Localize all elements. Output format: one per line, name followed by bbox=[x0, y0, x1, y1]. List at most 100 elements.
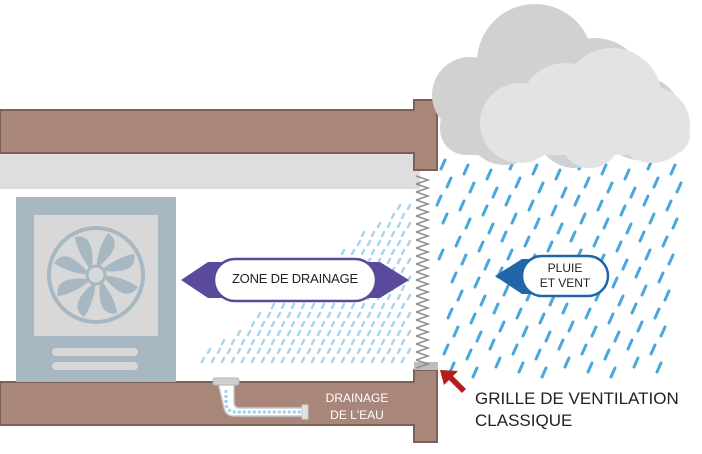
drainage-droplet bbox=[256, 347, 262, 355]
raindrop bbox=[515, 307, 523, 320]
drainage-droplet bbox=[350, 356, 356, 364]
raindrop bbox=[488, 338, 496, 351]
drainage-droplet bbox=[290, 320, 296, 328]
raindrop bbox=[636, 320, 644, 333]
grille-slat bbox=[415, 335, 431, 345]
drainage-droplet bbox=[396, 311, 402, 319]
grille-slat bbox=[415, 279, 431, 289]
drainage-droplet bbox=[280, 356, 286, 364]
fan-blade bbox=[74, 236, 93, 271]
drainage-droplet bbox=[380, 356, 386, 364]
drainage-droplet bbox=[366, 239, 372, 247]
fan-icon bbox=[47, 226, 145, 324]
raindrop bbox=[485, 168, 493, 181]
drainage-droplet bbox=[280, 338, 286, 346]
drainage-droplet bbox=[320, 302, 326, 310]
raindrop bbox=[653, 307, 661, 320]
drainage-droplet bbox=[250, 356, 256, 364]
drainage-droplet bbox=[396, 293, 402, 301]
drainage-droplet bbox=[366, 329, 372, 337]
drainage-droplet bbox=[370, 302, 376, 310]
raindrop bbox=[675, 181, 683, 194]
raindrop bbox=[644, 248, 652, 261]
drainage-droplet bbox=[396, 347, 402, 355]
raindrop bbox=[603, 348, 611, 361]
drainage-droplet bbox=[296, 329, 302, 337]
raindrop bbox=[561, 302, 569, 315]
raindrop bbox=[477, 240, 485, 253]
drainage-droplet bbox=[380, 248, 386, 256]
fan-hub bbox=[85, 264, 107, 286]
drainage-droplet bbox=[386, 311, 392, 319]
raindrop bbox=[563, 356, 571, 369]
raindrop bbox=[613, 330, 621, 343]
drainage-droplet bbox=[210, 356, 216, 364]
raindrop bbox=[621, 258, 629, 271]
arrow-icon bbox=[440, 370, 466, 393]
drainage-droplet bbox=[326, 329, 332, 337]
drainage-droplet bbox=[266, 347, 272, 355]
raindrop bbox=[504, 194, 512, 207]
drainage-droplet bbox=[390, 302, 396, 310]
drainage-droplet bbox=[396, 329, 402, 337]
drainage-droplet bbox=[256, 311, 262, 319]
raindrop bbox=[456, 289, 464, 302]
drainage-droplet bbox=[266, 311, 272, 319]
drainage-droplet bbox=[386, 293, 392, 301]
fan-blade bbox=[96, 233, 115, 269]
drainage-droplet bbox=[336, 329, 342, 337]
raindrop bbox=[569, 230, 577, 243]
drainage-droplet bbox=[250, 338, 256, 346]
raindrop bbox=[556, 222, 564, 235]
drainage-droplet bbox=[380, 230, 386, 238]
raindrop bbox=[634, 266, 642, 279]
drainage-droplet bbox=[216, 347, 222, 355]
drainage-droplet bbox=[240, 356, 246, 364]
drainage-droplet bbox=[386, 347, 392, 355]
drain-pipe-icon bbox=[212, 377, 309, 420]
raindrop bbox=[448, 361, 456, 374]
drainage-droplet bbox=[346, 347, 352, 355]
raindrop bbox=[481, 204, 489, 217]
drainage-droplet bbox=[300, 338, 306, 346]
raindrop bbox=[469, 312, 477, 325]
drainage-droplet bbox=[400, 248, 406, 256]
raindrop bbox=[655, 361, 663, 374]
raindrop bbox=[546, 240, 554, 253]
drainage-droplet bbox=[220, 338, 226, 346]
drainage-droplet bbox=[286, 329, 292, 337]
drainage-droplet bbox=[360, 338, 366, 346]
cloud-base bbox=[492, 115, 690, 155]
drainage-droplet bbox=[306, 311, 312, 319]
raindrop bbox=[533, 217, 541, 230]
raindrop bbox=[468, 181, 476, 194]
grille-slat bbox=[415, 231, 431, 241]
grille-slat bbox=[415, 311, 431, 321]
drainage-droplet bbox=[346, 311, 352, 319]
drainage-droplet bbox=[296, 347, 302, 355]
drainage-droplet bbox=[310, 356, 316, 364]
drainage-droplet bbox=[296, 311, 302, 319]
drainage-droplet bbox=[206, 347, 212, 355]
raindrop bbox=[540, 366, 548, 379]
drainage-droplet bbox=[370, 248, 376, 256]
grille-slat bbox=[415, 215, 431, 225]
drainage-droplet bbox=[236, 329, 242, 337]
drainage-droplet bbox=[396, 203, 402, 211]
fan-blade bbox=[57, 278, 92, 297]
raindrop bbox=[671, 217, 679, 230]
drainage-droplet bbox=[400, 266, 406, 274]
drainage-droplet bbox=[316, 347, 322, 355]
raindrop bbox=[445, 176, 453, 189]
grille-slat bbox=[415, 255, 431, 265]
drainage-droplet bbox=[326, 347, 332, 355]
drainage-droplet bbox=[270, 356, 276, 364]
drainage-droplet bbox=[286, 347, 292, 355]
drainage-droplet bbox=[340, 248, 346, 256]
drainage-droplet bbox=[406, 257, 412, 265]
raindrop bbox=[500, 230, 508, 243]
drainage-droplet bbox=[326, 311, 332, 319]
raindrop bbox=[615, 240, 623, 253]
drainage-droplet bbox=[366, 347, 372, 355]
ventilation-unit-icon bbox=[16, 197, 176, 382]
